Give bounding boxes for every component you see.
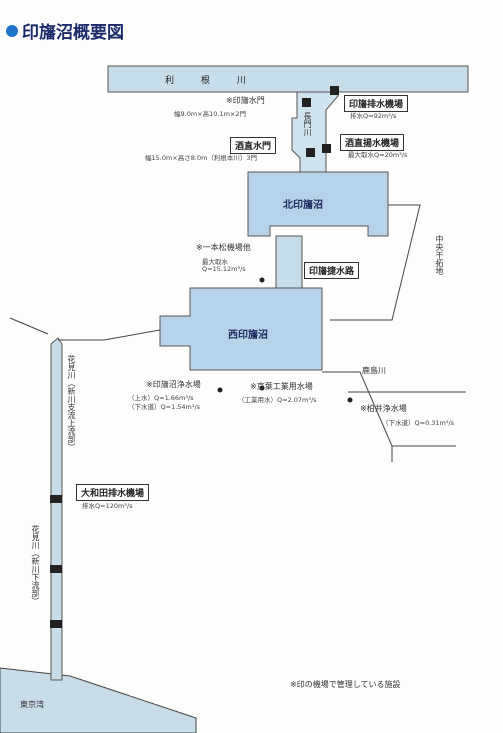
kashiwai-dot (347, 397, 353, 403)
intake-channel-box: 印旛捷水路 (304, 262, 360, 279)
north-pool-label: 北印旛沼 (283, 200, 323, 211)
nagato-river (291, 91, 339, 173)
inba-sluice-icon (302, 98, 311, 107)
ichimoto-label: ※一本松機場他 (196, 243, 251, 252)
inba-sluice-label: ※印旛水門 (226, 96, 265, 105)
title-text: 印旛沼概要図 (22, 23, 124, 43)
inba-pump-spec: 排水Q=92m³/s (350, 112, 397, 120)
ichimoto-dot (259, 277, 265, 283)
sakai-sluice-spec: 幅15.0m×高さ8.0m（利根本川）3門 (145, 154, 258, 162)
sakai-pump-spec: 最大取水Q=20m³/s (348, 151, 408, 159)
west-pool-label: 西印旛沼 (228, 330, 268, 341)
tone-river (107, 65, 469, 93)
kashima-line (322, 371, 456, 447)
tokyo-bay-label: 東京湾 (20, 700, 44, 709)
kyoto-plant-label: ※京葉工業用水場 (250, 382, 313, 391)
inba-plant-spec-1: （上水）Q=1.66m³/s (128, 394, 194, 402)
tone-river-label: 利 根 川 (165, 76, 258, 86)
kashiwai-label: ※柏井浄水場 (360, 404, 407, 413)
intake-channel-shape (275, 235, 303, 289)
lower-pump-icon-2 (50, 620, 62, 628)
hanami-lower-label: 花見川（新川下流部） (31, 525, 40, 605)
sakai-sluice-box: 酒直水門 (230, 137, 277, 154)
inba-plant-label: ※印旛沼浄水場 (146, 380, 201, 389)
inba-pump-box: 印旛排水機場 (344, 95, 409, 112)
link-line-top (9, 317, 49, 335)
sakai-pump-icon (322, 144, 331, 153)
kyoto-plant-dot (259, 385, 265, 391)
sakai-sluice-icon (306, 148, 315, 157)
north-pool-shape (247, 171, 389, 237)
east-channel-line (330, 204, 421, 321)
kashima-label: 鹿島川 (362, 366, 386, 375)
owada-pump-icon (50, 495, 62, 503)
inba-pump-icon (330, 86, 339, 95)
nagato-river-label: 長門川 (303, 112, 312, 136)
inba-plant-dot (217, 387, 223, 393)
nakachiba-label: 中央干拓地 (435, 235, 444, 275)
legend-note: ※印の機場で管理している施設 (290, 680, 401, 689)
hanami-upper-label: 花見川（新川支流上流部） (67, 355, 76, 451)
link-line-west (58, 329, 161, 341)
owada-pump-box: 大和田排水機場 (76, 484, 150, 501)
inba-sluice-spec: 幅9.0m×高10.1m×2門 (174, 110, 247, 118)
west-pool-shape (159, 287, 323, 371)
sakai-pump-box: 酒直揚水機場 (340, 134, 405, 151)
kashiwai-spec: （下水道）Q=0.31m³/s (382, 419, 455, 427)
kyoto-plant-spec: （工業用水）Q=2.07m³/s (238, 396, 317, 404)
page-title: 印旛沼概要図 (6, 18, 124, 43)
hanami-canal (50, 337, 63, 681)
ichimoto-spec-2: Q=15.12m³/s (202, 265, 246, 273)
inba-plant-spec-2: （下水道）Q=1.54m³/s (128, 403, 201, 411)
owada-pump-spec: 排水Q=120m³/s (82, 502, 133, 510)
ichimoto-spec-1: 最大取水 (202, 258, 228, 266)
bullet-icon (6, 24, 18, 37)
lower-pump-icon-1 (50, 565, 62, 573)
